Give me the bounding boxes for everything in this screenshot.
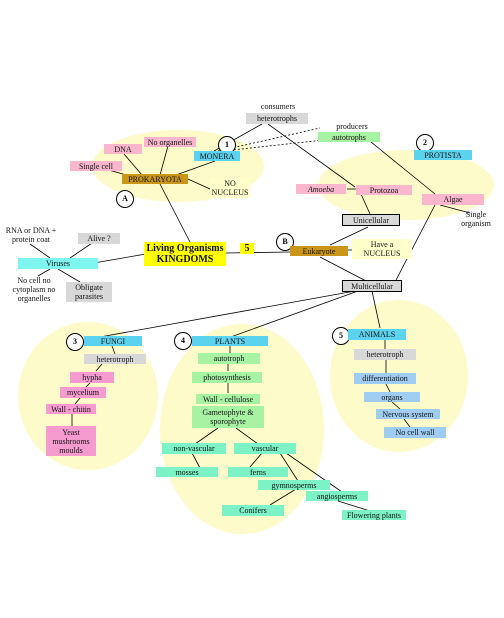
non-vascular-box: non-vascular [162, 443, 226, 454]
fungi-title: FUNGI [84, 336, 142, 346]
producers-label: producers [336, 122, 368, 131]
conifers-box: Conifers [222, 505, 284, 516]
nervous-system-box: Nervous system [376, 409, 440, 419]
plants-title: PLANTS [192, 336, 268, 346]
no-organelles-box: No organelles [144, 137, 196, 147]
center-number: 5 [240, 243, 254, 254]
single-organism-label: Single organism [461, 210, 491, 228]
no-cell-label: No cell no cytoplasm no organelles [12, 276, 56, 303]
algae-box: Algae [422, 194, 484, 205]
animals-title: ANIMALS [348, 329, 406, 340]
alive-box: Alive ? [78, 233, 120, 244]
gametophyte-box: Gametophyte & sporophyte [192, 406, 264, 428]
center-subtitle: KINGDOMS [156, 254, 214, 265]
wall-chitin-box: Wall - chitin [46, 404, 96, 414]
autotroph-box: autotroph [198, 353, 260, 364]
dna-box: DNA [104, 144, 142, 154]
protista-title: PROTISTA [414, 150, 472, 160]
obligate-parasites-box: Obligate parasites [66, 282, 112, 302]
marker-b: B [276, 233, 294, 251]
fungi-heterotroph-box: heterotroph [84, 354, 146, 364]
eukaryote-box: Eukaryote [290, 246, 348, 256]
no-nucleus-box: NO NUCLEUS [210, 178, 250, 198]
ferns-box: ferns [228, 467, 288, 477]
center-title: Living Organisms [146, 243, 224, 254]
angiosperms-box: angiosperms [306, 491, 368, 501]
living-organisms-box: Living Organisms KINGDOMS [144, 242, 226, 266]
protozoa-box: Protozoa [356, 185, 412, 195]
monera-title: MONERA [194, 151, 240, 161]
gymnosperms-box: gymnosperms [258, 480, 330, 490]
single-cell-box: Single cell [70, 161, 122, 171]
marker-3: 3 [66, 333, 84, 351]
autotrophs-box: autotrophs [318, 132, 380, 142]
animals-heterotroph-box: heterotroph [354, 349, 416, 360]
marker-a: A [116, 190, 134, 208]
photosynthesis-box: photosynthesis [192, 372, 262, 383]
organs-box: organs [364, 392, 420, 402]
consumers-label: consumers [260, 102, 296, 111]
multicellular-box: Multicellular [342, 280, 402, 292]
have-nucleus-box: Have a NUCLEUS [352, 239, 412, 259]
prokaryota-box: PROKARYOTA [122, 174, 188, 184]
amoeba-box: Amoeba [296, 184, 346, 194]
wall-cellulose-box: Wall - cellulose [196, 394, 260, 404]
mycelium-box: mycelium [60, 387, 106, 398]
rna-dna-label: RNA or DNA + protein coat [5, 226, 57, 244]
flowering-plants-box: Flowering plants [342, 510, 406, 520]
hypha-box: hypha [70, 372, 114, 383]
heterotrophs-box: heterotrophs [246, 113, 308, 124]
unicellular-box: Unicellular [342, 214, 400, 226]
mosses-box: mosses [156, 467, 218, 477]
vascular-box: vascular [234, 443, 296, 454]
differentiation-box: differentiation [354, 373, 416, 384]
no-cell-wall-box: No cell wall [384, 427, 446, 438]
marker-4: 4 [174, 332, 192, 350]
viruses-box: Viruses [18, 258, 98, 269]
yeast-box: Yeast mushrooms moulds [46, 426, 96, 456]
